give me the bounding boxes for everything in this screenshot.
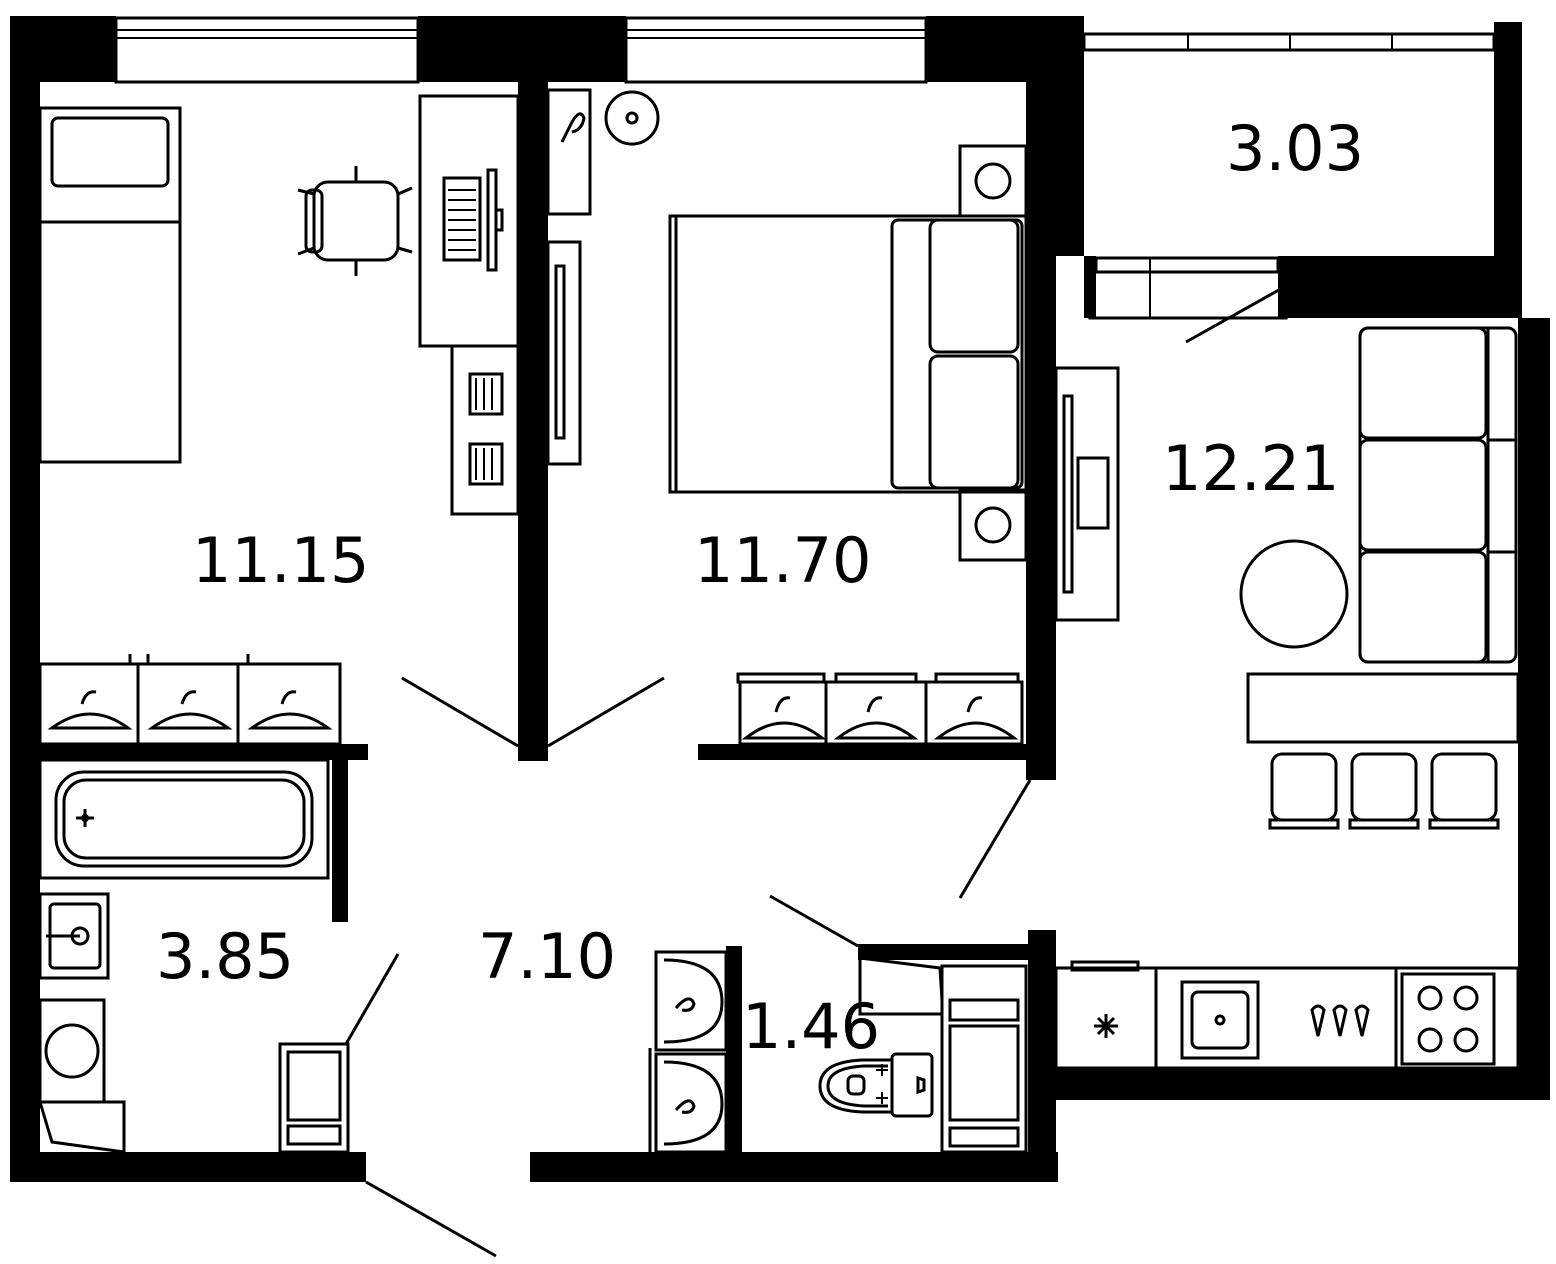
living-furniture (1054, 326, 1520, 1070)
snowflake-icon (1094, 1014, 1118, 1038)
balcony-area: 3.03 (1226, 112, 1364, 185)
hallway-area: 7.10 (478, 920, 616, 993)
windows (114, 16, 1496, 320)
bathroom-area: 3.85 (156, 920, 294, 993)
bathroom-furniture (37, 758, 350, 1154)
walls (10, 16, 1550, 1182)
bedroom-middle-furniture (546, 88, 1028, 746)
area-labels: 11.15 11.70 3.03 12.21 3.85 7.10 1.46 (156, 112, 1364, 1063)
bedroom-left-furniture (38, 94, 520, 746)
toilet-furniture (648, 950, 1028, 1154)
living-kitchen-area: 12.21 (1162, 432, 1340, 505)
toilet-area: 1.46 (742, 990, 880, 1063)
bedroom-left-area: 11.15 (192, 524, 370, 597)
bedroom-middle-area: 11.70 (694, 524, 872, 597)
tap-icon (76, 809, 94, 827)
doors (344, 284, 1287, 1258)
